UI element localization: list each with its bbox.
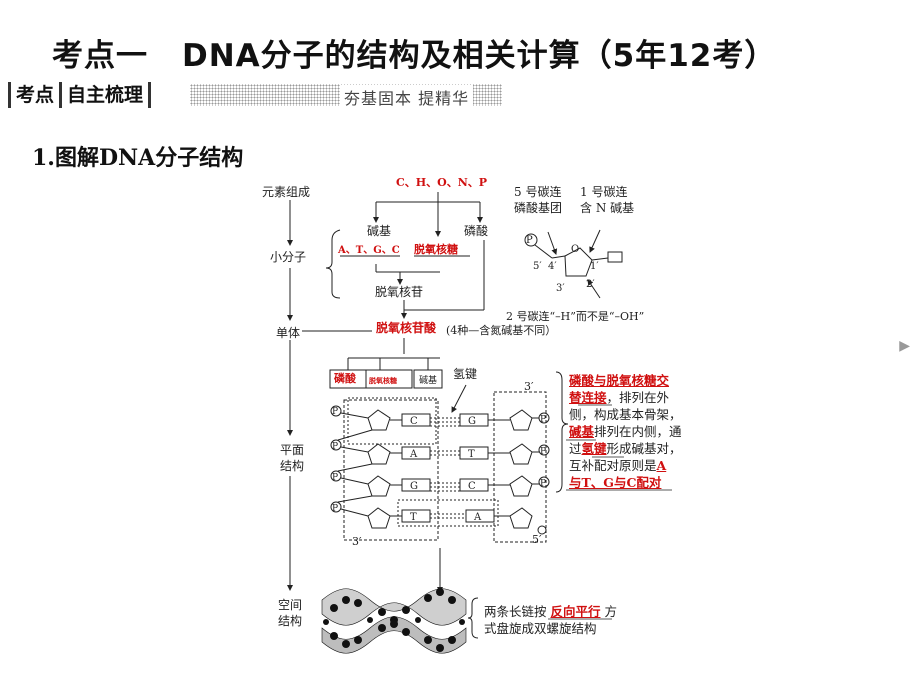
- phos-1: P: [332, 407, 339, 417]
- label-elements: 元素组成: [262, 185, 311, 199]
- nucleotide: 脱氧核苷酸: [376, 321, 437, 335]
- phos-3: P: [332, 473, 339, 483]
- backbone-note: 磷酸与脱氧核糖交 替连接，排列在外 侧，构成基本骨架， 碱基排列在内侧，通 过氢…: [569, 372, 719, 491]
- note-l6: 互补配对原则是: [569, 458, 657, 473]
- ring-c1: 1′: [590, 261, 599, 272]
- corner-arrow-icon: ▶: [899, 338, 910, 354]
- spatial-c: 式盘旋成双螺旋结构: [484, 621, 597, 636]
- note-l6-red: A: [656, 458, 667, 473]
- label-base: 碱基: [367, 224, 392, 238]
- pair3-left: G: [410, 481, 418, 492]
- note-l3: 侧，构成基本骨架，: [569, 407, 682, 422]
- title-point: 考点一: [52, 38, 148, 74]
- pair2-left: A: [410, 449, 418, 460]
- pair1-right: G: [468, 416, 476, 427]
- ring-p: P: [526, 235, 533, 246]
- phos-2: P: [332, 442, 339, 452]
- bases-list: A、T、G、C: [338, 245, 400, 256]
- tag-box: 考点 自主梳理: [8, 80, 152, 110]
- carbon2-note: 2 号碳连“–H”而不是“–OH”: [506, 310, 645, 323]
- note-l5a: 过: [569, 441, 582, 456]
- pair4-left: T: [410, 512, 417, 523]
- spatial-red: 反向平行: [550, 604, 601, 619]
- phos-5: P: [540, 415, 547, 425]
- title-topic: DNA分子的结构及相关计算（5年12考）: [182, 38, 777, 74]
- label-planar-2: 结构: [280, 459, 305, 473]
- sugar-name: 脱氧核糖: [414, 243, 458, 256]
- ring-c4: 4′: [548, 261, 557, 272]
- label-spatial-2: 结构: [278, 614, 303, 628]
- comp-base: 碱基: [419, 376, 438, 386]
- end-bottom-right: 5′: [532, 533, 542, 546]
- phos-4: P: [332, 504, 339, 514]
- ring-c3: 3′: [556, 283, 565, 294]
- page-title: 考点一 DNA分子的结构及相关计算（5年12考）: [52, 30, 776, 75]
- carbon5-note: 5 号碳连 磷酸基团: [514, 185, 563, 215]
- note-l5-red: 氢键: [581, 441, 607, 456]
- spatial-a: 两条长链按: [484, 604, 547, 619]
- tag-zizhu: 自主梳理: [59, 82, 152, 108]
- end-top-right: 3′: [524, 380, 534, 393]
- label-planar-1: 平面: [280, 443, 305, 457]
- section-tag-bar: 考点 自主梳理 夯基固本 提精华: [8, 80, 502, 110]
- pair1-left: C: [410, 416, 418, 427]
- carbon1-note: 1 号碳连 含 N 碱基: [580, 185, 635, 215]
- comp-sugar: 脱氧核糖: [369, 376, 397, 385]
- tag-kaodian: 考点: [8, 82, 59, 108]
- note-l7-red: 与T、G与C配对: [569, 475, 662, 490]
- ring-o: O: [571, 244, 580, 255]
- pair2-right: T: [468, 449, 475, 460]
- end-bottom-left: 3′: [352, 535, 362, 548]
- phos-7: P: [540, 479, 547, 489]
- comp-phosphate: 磷酸: [334, 372, 356, 385]
- note-l5b: 形成碱基对，: [606, 441, 682, 456]
- phos-6: P: [540, 447, 547, 457]
- tag-subtitle: 夯基固本 提精华: [340, 85, 474, 109]
- note-l2: ，排列在外: [606, 390, 670, 405]
- label-small-molecule: 小分子: [270, 250, 307, 264]
- double-helix-image: [321, 588, 467, 654]
- elements-value: C、H、O、N、P: [396, 176, 488, 189]
- ring-c5: 5′: [533, 261, 542, 272]
- label-monomer: 单体: [276, 326, 301, 340]
- spatial-b: 方: [604, 604, 618, 619]
- note-l4-red: 碱基: [569, 424, 595, 439]
- spatial-note: 两条长链按 反向平行 方 式盘旋成双螺旋结构: [484, 603, 664, 637]
- nucleotide-note: (4种—含氮碱基不同）: [446, 324, 557, 337]
- note-l4: 排列在内侧，通: [594, 424, 682, 439]
- note-l1: 磷酸与脱氧核糖交: [569, 373, 670, 388]
- nucleoside: 脱氧核苷: [375, 285, 424, 299]
- label-spatial-1: 空间: [278, 598, 303, 612]
- hydrogen-bond: 氢键: [453, 367, 478, 381]
- pair4-right: A: [474, 512, 482, 523]
- section-heading: 1.图解DNA分子结构: [32, 145, 244, 171]
- pair3-right: C: [468, 481, 476, 492]
- note-l2-red: 替连接: [569, 390, 607, 405]
- label-phosphate: 磷酸: [464, 224, 489, 238]
